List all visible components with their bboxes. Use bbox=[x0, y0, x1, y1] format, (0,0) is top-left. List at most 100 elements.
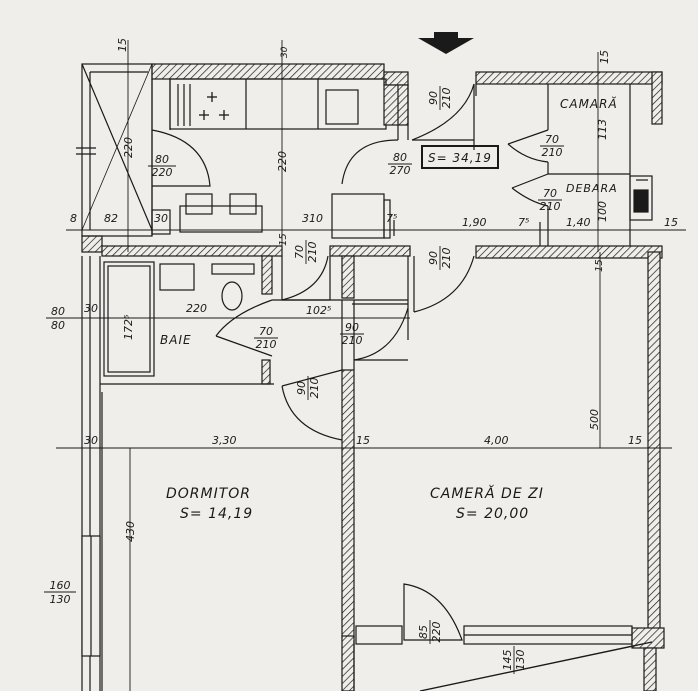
door-label-wc: 70 210 bbox=[293, 240, 319, 264]
door-label-dormitor: 90 210 bbox=[295, 376, 321, 400]
door-label-baie: 70 210 bbox=[254, 325, 278, 351]
dim-label: 15 bbox=[116, 38, 129, 52]
dim-label: 310 bbox=[302, 212, 323, 225]
dim-label: 30 bbox=[280, 46, 290, 58]
dimension-lines bbox=[56, 40, 686, 691]
wall-top-pier bbox=[383, 71, 409, 86]
dimension-labels: 15 30 15 220 220 113 8 82 30 310 7⁵ 1,90… bbox=[70, 38, 678, 542]
svg-text:85: 85 bbox=[417, 625, 430, 639]
toilet bbox=[221, 281, 243, 311]
svg-text:80: 80 bbox=[155, 153, 169, 166]
dim-label: 220 bbox=[122, 137, 135, 158]
room-label-dormitor: DORMITOR bbox=[166, 486, 251, 502]
wall-top-right bbox=[475, 71, 663, 85]
svg-text:80: 80 bbox=[51, 319, 65, 332]
door-swing-debara bbox=[511, 173, 549, 207]
dim-label: 30 bbox=[154, 212, 168, 225]
wall-right-top bbox=[651, 71, 663, 125]
dim-label: 7⁵ bbox=[386, 212, 397, 225]
svg-text:70: 70 bbox=[545, 133, 559, 146]
dim-label: 1,40 bbox=[566, 216, 591, 229]
door-label-entrance: 90 210 bbox=[427, 86, 453, 110]
door-label-hall-inner: 80 270 bbox=[388, 151, 412, 177]
svg-text:90: 90 bbox=[427, 91, 440, 105]
dim-label: 1,90 bbox=[462, 216, 487, 229]
svg-text:80: 80 bbox=[51, 305, 65, 318]
dim-label: 30 bbox=[84, 434, 98, 447]
wall-top-left bbox=[151, 63, 385, 80]
svg-text:70: 70 bbox=[259, 325, 273, 338]
svg-text:210: 210 bbox=[306, 242, 319, 263]
dim-label: 500 bbox=[588, 409, 601, 430]
svg-text:210: 210 bbox=[440, 88, 453, 109]
bathtub bbox=[103, 261, 155, 377]
svg-text:210: 210 bbox=[256, 338, 277, 351]
svg-text:90: 90 bbox=[295, 381, 308, 395]
dim-label: 430 bbox=[124, 521, 137, 542]
dim-label: 15 bbox=[598, 50, 611, 64]
wall-center bbox=[341, 369, 355, 639]
svg-text:70: 70 bbox=[543, 187, 557, 200]
wall-right-long bbox=[647, 251, 661, 633]
window-label-left-top: 80 80 bbox=[46, 305, 70, 332]
outline-lines bbox=[76, 63, 653, 691]
room-label-baie: BAIE bbox=[160, 333, 192, 347]
dim-label: 113 bbox=[596, 119, 609, 140]
wall-wc-left bbox=[261, 255, 273, 295]
dim-label: 15 bbox=[594, 259, 605, 272]
dim-label: 8 bbox=[70, 212, 77, 225]
dim-label: 172⁵ bbox=[122, 315, 135, 340]
wall-mid-wc bbox=[329, 245, 411, 257]
dim-label: 30 bbox=[84, 302, 98, 315]
door-swing-baie bbox=[215, 299, 273, 357]
door-swing-wc bbox=[281, 255, 329, 301]
svg-text:210: 210 bbox=[342, 334, 363, 347]
dim-label: 4,00 bbox=[484, 434, 509, 447]
room-area-camera-de-zi: S= 20,00 bbox=[456, 506, 529, 522]
svg-text:220: 220 bbox=[152, 166, 173, 179]
door-swings bbox=[151, 83, 549, 641]
stove-burners bbox=[199, 92, 229, 120]
dim-label: 3,30 bbox=[212, 434, 237, 447]
dim-label: 15 bbox=[278, 233, 289, 246]
svg-text:70: 70 bbox=[293, 245, 306, 259]
dim-label: 220 bbox=[276, 151, 289, 172]
door-swing-dormitor-upper bbox=[353, 307, 409, 361]
svg-text:130: 130 bbox=[50, 593, 71, 606]
wall-mid-bath bbox=[101, 245, 283, 257]
svg-text:220: 220 bbox=[430, 622, 443, 643]
svg-text:145: 145 bbox=[501, 650, 514, 671]
svg-text:160: 160 bbox=[50, 579, 71, 592]
dim-label: 100 bbox=[596, 201, 609, 222]
wc-basin bbox=[159, 263, 195, 291]
svg-text:80: 80 bbox=[393, 151, 407, 164]
svg-text:210: 210 bbox=[440, 248, 453, 269]
door-label-balcony: 85 220 bbox=[417, 620, 443, 644]
arrow-down-icon bbox=[418, 32, 474, 54]
dim-label: 15 bbox=[628, 434, 642, 447]
wall-center-bottom bbox=[341, 635, 355, 691]
room-label-debara: DEBARA bbox=[566, 182, 618, 195]
svg-text:210: 210 bbox=[542, 146, 563, 159]
dim-label: 7⁵ bbox=[518, 216, 529, 229]
walls bbox=[81, 63, 665, 691]
kitchen-sink bbox=[325, 89, 359, 125]
wall-bath-stub bbox=[261, 359, 271, 385]
window-label-right: 145 130 bbox=[501, 646, 527, 674]
kitchen-table bbox=[179, 205, 263, 233]
dim-label: 15 bbox=[356, 434, 370, 447]
wall-mid-left bbox=[81, 235, 103, 253]
room-label-camera-de-zi: CAMERĂ DE ZI bbox=[430, 485, 544, 502]
door-swing-balcony bbox=[403, 583, 463, 641]
door-swing-dormitor bbox=[281, 369, 343, 441]
svg-text:90: 90 bbox=[345, 321, 359, 334]
svg-text:270: 270 bbox=[390, 164, 411, 177]
door-label-camara: 70 210 bbox=[540, 133, 564, 159]
room-labels: CAMARĂ DEBARA BAIE DORMITOR S= 14,19 CAM… bbox=[160, 96, 618, 522]
svg-text:210: 210 bbox=[308, 378, 321, 399]
door-swing-entrance bbox=[411, 83, 475, 141]
door-swing-hall-mid bbox=[413, 255, 475, 313]
room-area-dormitor: S= 14,19 bbox=[180, 506, 253, 522]
debara-shelf bbox=[629, 175, 653, 221]
